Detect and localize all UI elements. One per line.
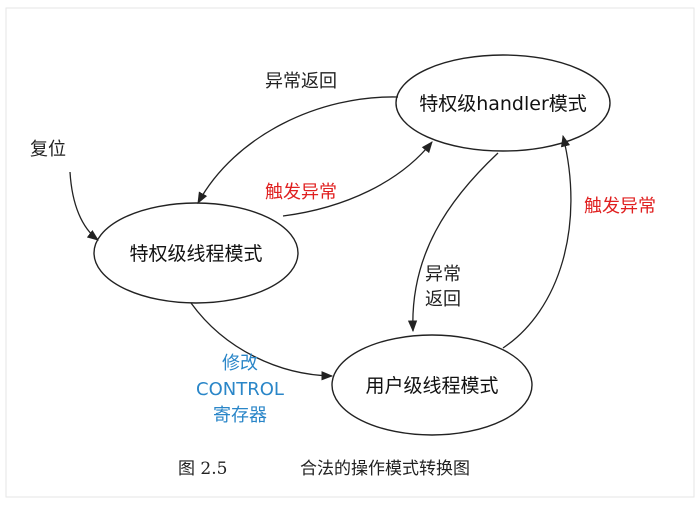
exception-return-label-top: 异常返回 xyxy=(265,71,337,92)
trigger-exception-label-left: 触发异常 xyxy=(265,182,337,203)
reset-label: 复位 xyxy=(30,139,66,160)
modify-label: 修改 xyxy=(222,353,258,374)
privileged-to-user-control-arrow xyxy=(190,302,334,381)
register-label: 寄存器 xyxy=(213,405,267,426)
trigger-exception-label-right: 触发异常 xyxy=(584,196,656,217)
handler-mode-node xyxy=(395,54,611,152)
handler-mode-label: 特权级handler模式 xyxy=(419,93,587,115)
privileged-to-handler-trigger-arrow xyxy=(282,141,433,217)
handler-to-privileged-return-arrow xyxy=(197,96,399,205)
exception-return-label-middle-line1: 异常 xyxy=(425,264,461,285)
figure-title: 合法的操作模式转换图 xyxy=(300,459,470,479)
user-to-handler-trigger-arrow xyxy=(502,134,572,349)
privileged-thread-mode-node xyxy=(93,202,299,304)
exception-return-label-middle-line2: 返回 xyxy=(425,289,461,310)
control-label: CONTROL xyxy=(196,379,284,400)
user-thread-mode-label: 用户级线程模式 xyxy=(365,375,498,397)
figure-frame xyxy=(5,7,695,498)
figure-number: 图 2.5 xyxy=(178,459,227,479)
reset-arrow xyxy=(69,171,99,241)
handler-to-user-return-arrow xyxy=(407,152,499,333)
privileged-thread-mode-label: 特权级线程模式 xyxy=(129,243,262,265)
user-thread-mode-node xyxy=(331,334,533,436)
